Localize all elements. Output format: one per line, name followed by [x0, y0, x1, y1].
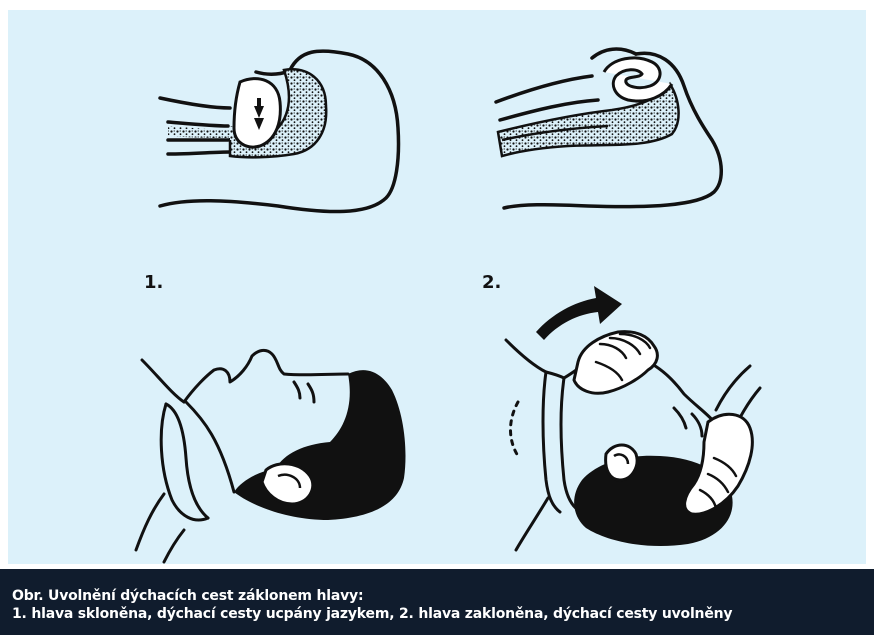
head-tilt-figure — [506, 286, 760, 550]
ear-right — [606, 445, 637, 480]
step-label-2: 2. — [482, 274, 501, 292]
hair-left — [234, 370, 406, 520]
caption-bar: Obr. Uvolnění dýchacích cest záklonem hl… — [0, 569, 874, 635]
illustration-panel: 1. 2. — [8, 10, 866, 564]
illustration-svg — [8, 10, 866, 564]
head-flexed-figure — [136, 350, 406, 562]
caption-title: Obr. Uvolnění dýchacích cest záklonem hl… — [12, 587, 862, 605]
tilt-arrow — [536, 286, 622, 340]
caption-description: 1. hlava skloněna, dýchací cesty ucpány … — [12, 605, 862, 623]
tongue-right — [604, 58, 672, 101]
step-label-1: 1. — [144, 274, 163, 292]
